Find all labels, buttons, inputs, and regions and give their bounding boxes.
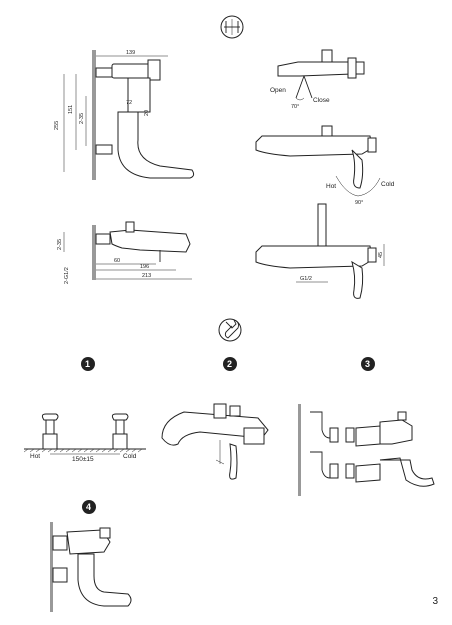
label-close: Close bbox=[313, 97, 330, 104]
angle-top: 70° bbox=[291, 104, 299, 110]
step-3-drawing bbox=[298, 404, 435, 496]
step1-label-cold: Cold bbox=[123, 453, 137, 460]
step-4-drawing bbox=[50, 522, 132, 612]
dim-h35: 2-35 bbox=[79, 113, 85, 124]
page-number: 3 bbox=[432, 596, 438, 607]
label-open: Open bbox=[270, 87, 286, 94]
wrench-symbol-icon bbox=[218, 318, 242, 342]
svg-text:1: 1 bbox=[85, 359, 90, 369]
svg-text:3: 3 bbox=[365, 359, 370, 369]
hot-cold-drawing: Hot Cold 90° bbox=[255, 125, 395, 206]
side-view-drawing: 2-35 2-G1/2 60 196 213 bbox=[57, 221, 192, 284]
step-1-drawing: Hot Cold 150±15 bbox=[23, 413, 146, 463]
dim-h20: 20 bbox=[144, 110, 150, 116]
step1-label-hot: Hot bbox=[30, 453, 40, 460]
dim-inner-width: 72 bbox=[126, 100, 132, 106]
label-hot: Hot bbox=[326, 183, 336, 190]
front-view-drawing: 139 255 151 2-35 72 20 bbox=[54, 50, 195, 180]
dim-total-height: 255 bbox=[54, 121, 60, 130]
step-2-drawing bbox=[161, 403, 269, 480]
svg-text:2: 2 bbox=[227, 359, 232, 369]
dim-h45: 45 bbox=[378, 252, 384, 258]
dim-w213: 213 bbox=[142, 273, 151, 279]
step-3-badge: 3 bbox=[361, 357, 375, 371]
step-2-badge: 2 bbox=[223, 357, 237, 371]
open-close-drawing: Open Close 70° bbox=[270, 49, 365, 110]
dimensions-symbol-icon bbox=[220, 15, 244, 39]
step1-spacing: 150±15 bbox=[72, 456, 94, 463]
dim-w60: 60 bbox=[114, 258, 120, 264]
dim-g12b: G1/2 bbox=[300, 276, 312, 282]
angle-mid: 90° bbox=[355, 200, 363, 206]
svg-text:4: 4 bbox=[86, 502, 91, 512]
step-4-badge: 4 bbox=[82, 500, 96, 514]
shower-connection-drawing: 45 G1/2 bbox=[255, 203, 385, 299]
dim-h151: 151 bbox=[68, 105, 74, 114]
dim-w196: 196 bbox=[140, 264, 149, 270]
dim-side-h35: 2-35 bbox=[57, 239, 63, 250]
dim-g12: 2-G1/2 bbox=[64, 267, 70, 284]
dim-top-width: 139 bbox=[126, 50, 135, 56]
label-cold: Cold bbox=[381, 181, 395, 188]
step-1-badge: 1 bbox=[81, 357, 95, 371]
